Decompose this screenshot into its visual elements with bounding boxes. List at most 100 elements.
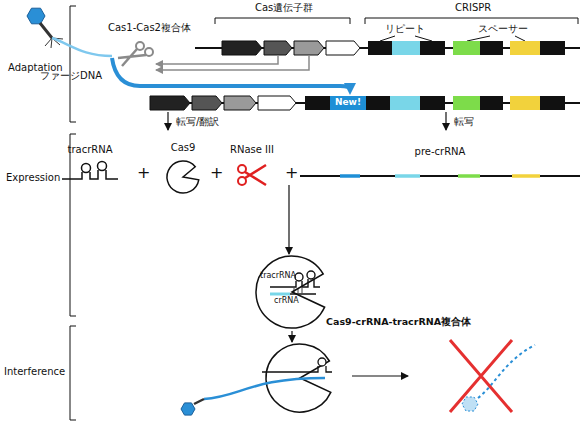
part-label: リピート xyxy=(385,23,425,35)
tracrrna-node: tracrRNA xyxy=(58,143,122,185)
plus-sign: + xyxy=(210,163,223,182)
expression-arrow xyxy=(156,55,309,70)
gene-arrow xyxy=(264,41,292,55)
group-label: CRISPR xyxy=(455,2,491,14)
spacer-block xyxy=(390,96,420,110)
rna-hairpin xyxy=(98,162,107,171)
phage-tail xyxy=(40,23,52,38)
scissors-ring xyxy=(238,165,246,173)
rna-strand xyxy=(300,175,580,177)
spacer-block xyxy=(510,41,540,55)
destroyed-phage-head xyxy=(462,397,478,411)
repeat-block xyxy=(540,41,565,55)
node-text: New! xyxy=(330,97,366,108)
plus-sign: + xyxy=(285,163,298,182)
flow-arrow xyxy=(291,331,292,342)
repeat-block xyxy=(480,96,503,110)
group-label: Cas遺伝子群 xyxy=(255,2,313,14)
base-pairing xyxy=(294,288,302,293)
section-bracket xyxy=(70,134,76,316)
rna-hairpin xyxy=(318,358,326,366)
node-text: tracrRNA xyxy=(58,144,122,156)
spacer-segment xyxy=(512,174,540,178)
cas9-shape xyxy=(167,161,199,193)
part-label: ファージDNA xyxy=(40,70,102,82)
spacer-segment xyxy=(270,293,290,296)
repeat-block xyxy=(540,96,565,110)
spacer-block xyxy=(453,41,480,55)
scissors-blade xyxy=(118,49,146,66)
phage-dna xyxy=(204,378,325,399)
rna-hairpin xyxy=(82,164,91,173)
rna-strand xyxy=(270,279,320,287)
repeat-block xyxy=(305,96,330,110)
rna-hairpin xyxy=(295,273,303,281)
gene-arrow xyxy=(150,96,190,110)
spacer-segment xyxy=(395,174,420,178)
repeat-block xyxy=(480,41,503,55)
spacer-block xyxy=(510,96,540,110)
node-text: RNase III xyxy=(222,144,282,156)
new-spacer-box: New! xyxy=(330,96,366,110)
pre-crrna-node: pre-crRNA xyxy=(284,143,580,185)
spacer-block xyxy=(392,41,420,55)
repeat-block xyxy=(368,41,392,55)
gene-arrow xyxy=(222,41,262,55)
leader-line xyxy=(380,36,432,41)
phage-dna xyxy=(52,38,112,56)
phage-tail xyxy=(194,399,204,404)
repeat-block xyxy=(420,41,445,55)
scissors-blade xyxy=(245,165,266,185)
process-label: 転写 xyxy=(454,116,474,128)
rna-strand xyxy=(270,293,316,294)
gene-arrow xyxy=(258,96,296,110)
insertion-arrow xyxy=(112,58,350,89)
node-text: tracrRNA xyxy=(260,271,296,281)
part-label: Cas1-Cas2複合体 xyxy=(108,22,191,34)
expression-arrow xyxy=(156,55,278,64)
repeat-block xyxy=(366,96,390,110)
section-bracket xyxy=(70,6,76,122)
process-label: 転写/翻訳 xyxy=(176,116,219,128)
rnase-node: RNase III xyxy=(222,141,282,191)
part-label: スペーサー xyxy=(478,23,528,35)
node-text: pre-crRNA xyxy=(400,146,480,158)
spacer-segment xyxy=(458,174,480,178)
gene-arrow xyxy=(192,96,222,110)
scissors-ring xyxy=(136,42,144,50)
plus-sign: + xyxy=(137,163,150,182)
scissors-ring xyxy=(238,177,246,185)
section-label: Expression xyxy=(6,172,60,184)
cas9-complex-shape xyxy=(256,256,325,328)
gene-arrow xyxy=(294,41,324,55)
phage-head xyxy=(181,403,195,415)
scissors-ring xyxy=(145,48,153,56)
cas9-node: Cas9 xyxy=(160,141,206,195)
spacer-block xyxy=(453,96,480,110)
leader-line xyxy=(467,36,525,41)
transcription-arrow xyxy=(445,112,446,130)
spacer-segment xyxy=(340,174,360,178)
node-text: Cas9 xyxy=(160,142,206,154)
transcription-arrow xyxy=(167,112,168,130)
rna-hairpin xyxy=(307,271,315,279)
phage-head xyxy=(27,8,45,24)
cross-mark xyxy=(450,340,512,412)
flow-arrow xyxy=(288,185,289,254)
section-bracket xyxy=(70,326,76,420)
cas9-complex-node: tracrRNA crRNA Cas9-crRNA-tracrRNA複合体 xyxy=(250,254,490,334)
node-text: crRNA xyxy=(274,296,299,306)
group-bracket xyxy=(215,18,350,24)
rna-strand xyxy=(262,366,332,372)
gene-arrow xyxy=(326,41,360,55)
repeat-block xyxy=(420,96,445,110)
node-text: Cas9-crRNA-tracrRNA複合体 xyxy=(326,316,471,327)
gene-arrow xyxy=(224,96,256,110)
section-label: Interference xyxy=(4,366,65,378)
flow-arrow xyxy=(352,375,408,376)
